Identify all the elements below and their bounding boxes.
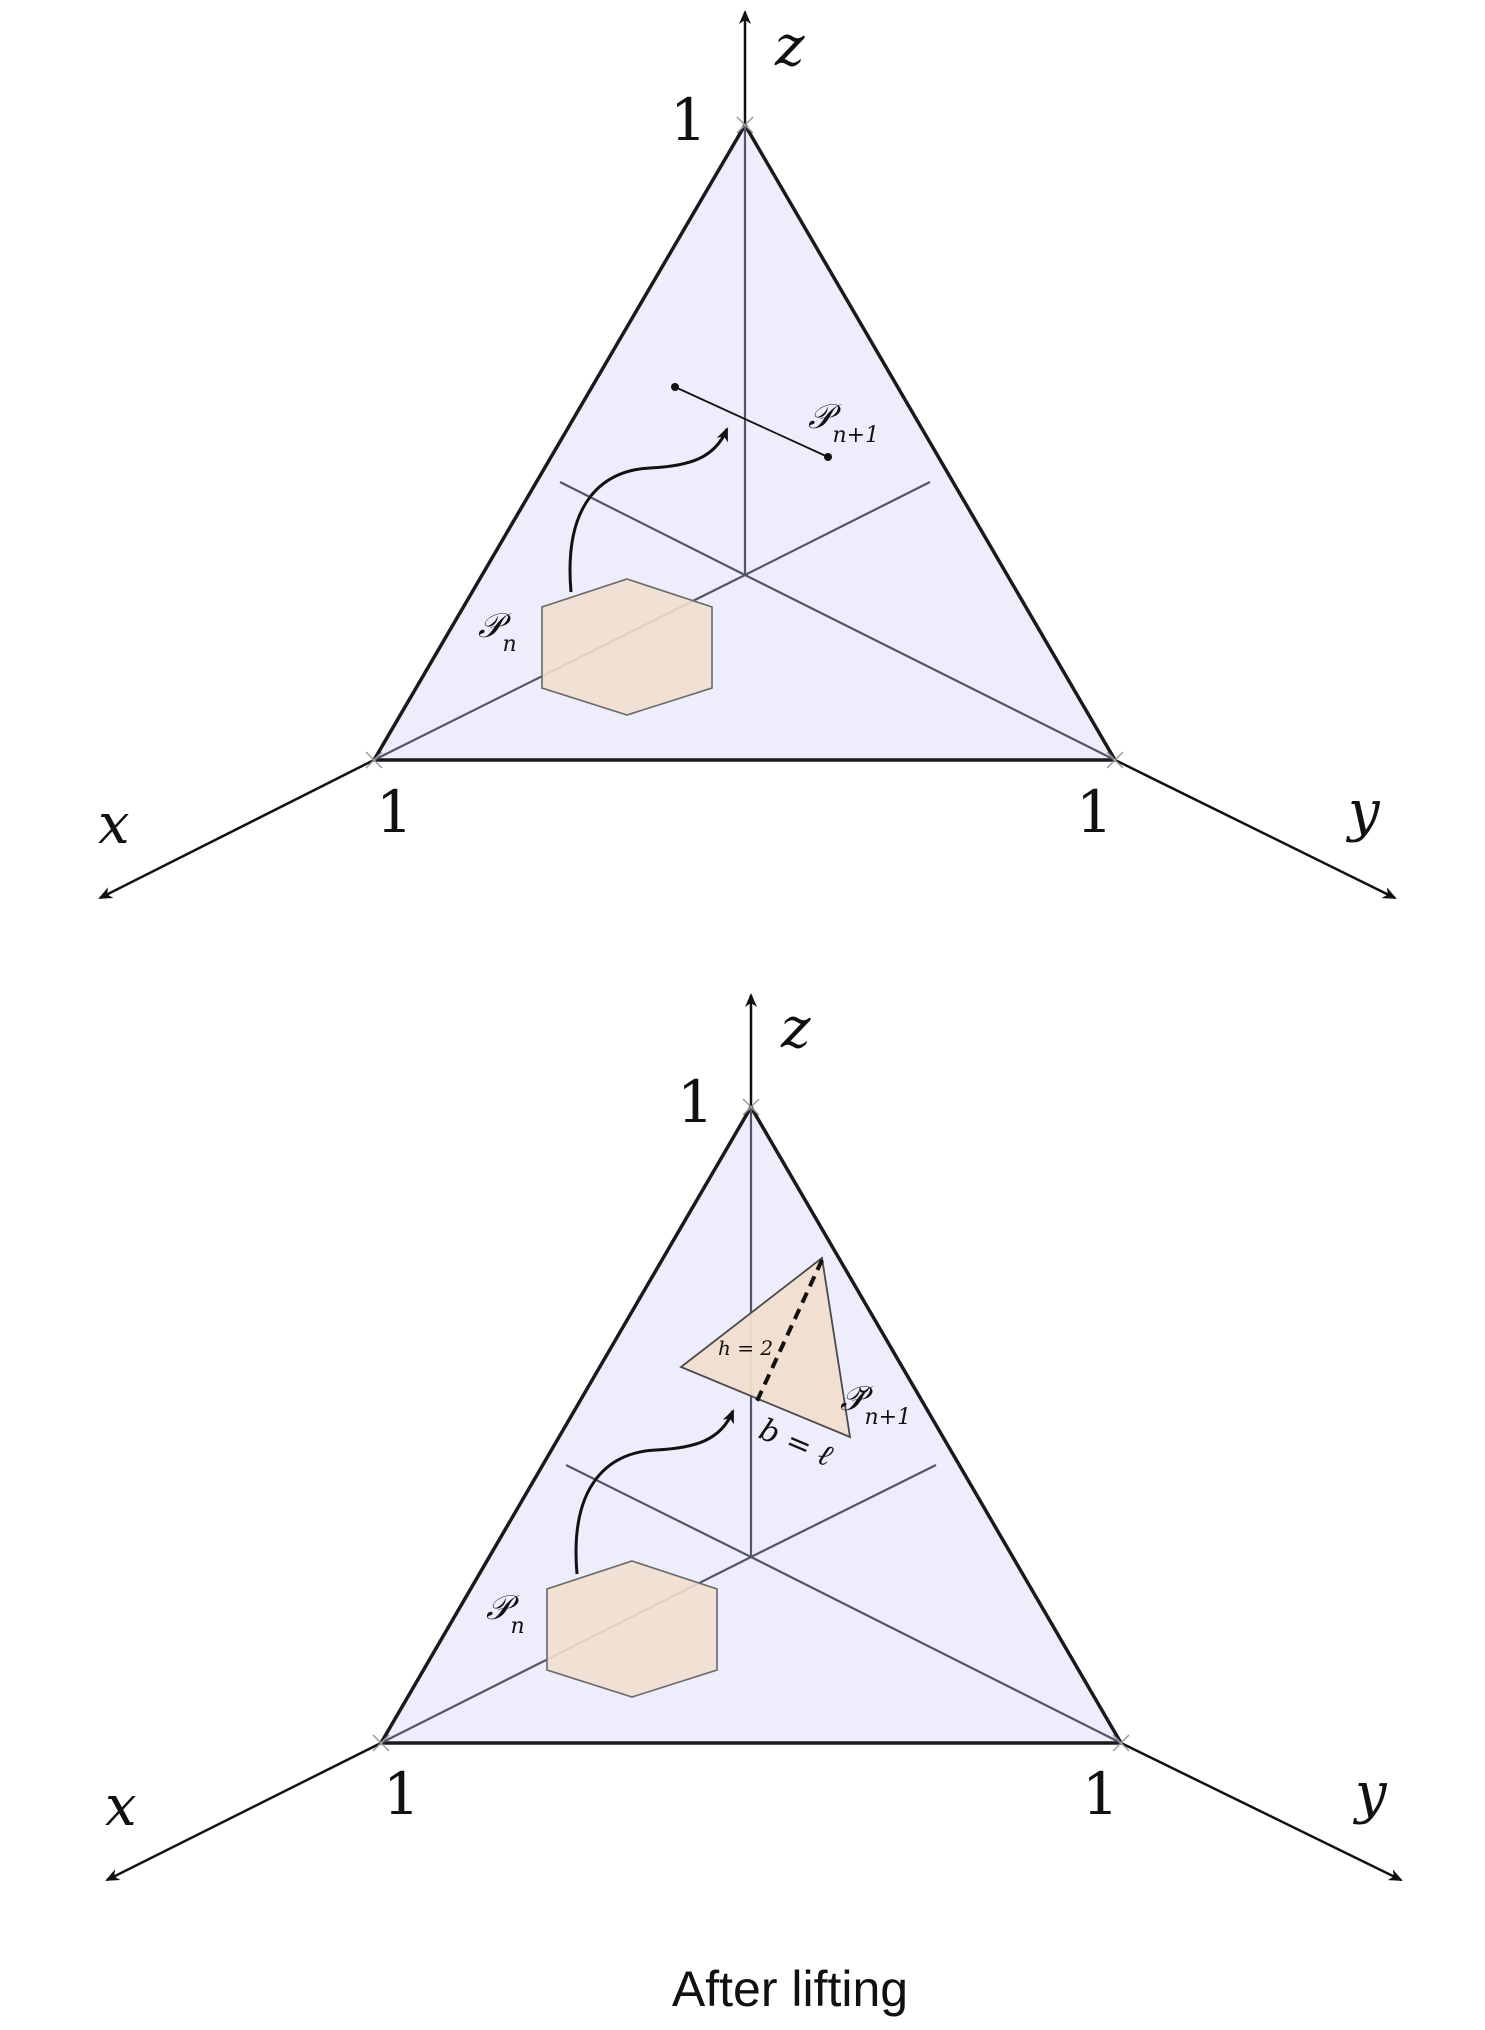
lifting-arrow [568, 427, 729, 593]
source-polytope-hexagon [541, 578, 713, 716]
axis-label-z: z [780, 996, 811, 1061]
segment-endpoint [671, 383, 679, 391]
segment-endpoint [824, 453, 832, 461]
target-polytope-segment [671, 383, 832, 461]
axis-label-x: x [98, 792, 130, 857]
axis-label-y: y [1345, 779, 1381, 844]
panel-after: z x y 1 1 1 𝒫n 𝒫̆n+1 h = 2 b = ℓ [105, 993, 1403, 1882]
x-axis [105, 1741, 382, 1882]
tick-label-z: 1 [670, 86, 707, 154]
axis-label-x: x [105, 1774, 137, 1839]
tick-label-x: 1 [383, 1760, 420, 1828]
lifted-polytope-triangle [679, 1256, 852, 1439]
tick-label-y: 1 [1076, 778, 1113, 846]
tick-marks [365, 116, 1124, 769]
y-axis [1120, 1741, 1403, 1882]
y-axis [1114, 758, 1397, 900]
height-label: h = 2 [718, 1336, 773, 1360]
tick-label-z: 1 [677, 1068, 714, 1136]
caption: After lifting [672, 1961, 908, 2017]
axis-label-y: y [1352, 1761, 1388, 1826]
x-axis [98, 758, 375, 900]
tick-marks [372, 1098, 1130, 1752]
panel-before: z x y 1 1 1 𝒫n 𝒫n+1 [98, 10, 1397, 900]
source-polytope-hexagon [546, 1560, 718, 1698]
axis-label-z: z [774, 14, 805, 79]
outer-axes [98, 10, 1397, 900]
tick-label-y: 1 [1082, 1760, 1119, 1828]
tick-label-x: 1 [376, 778, 413, 846]
height-dashed-line [755, 1259, 824, 1402]
outer-axes [105, 993, 1403, 1882]
lifting-arrow [574, 1409, 735, 1575]
